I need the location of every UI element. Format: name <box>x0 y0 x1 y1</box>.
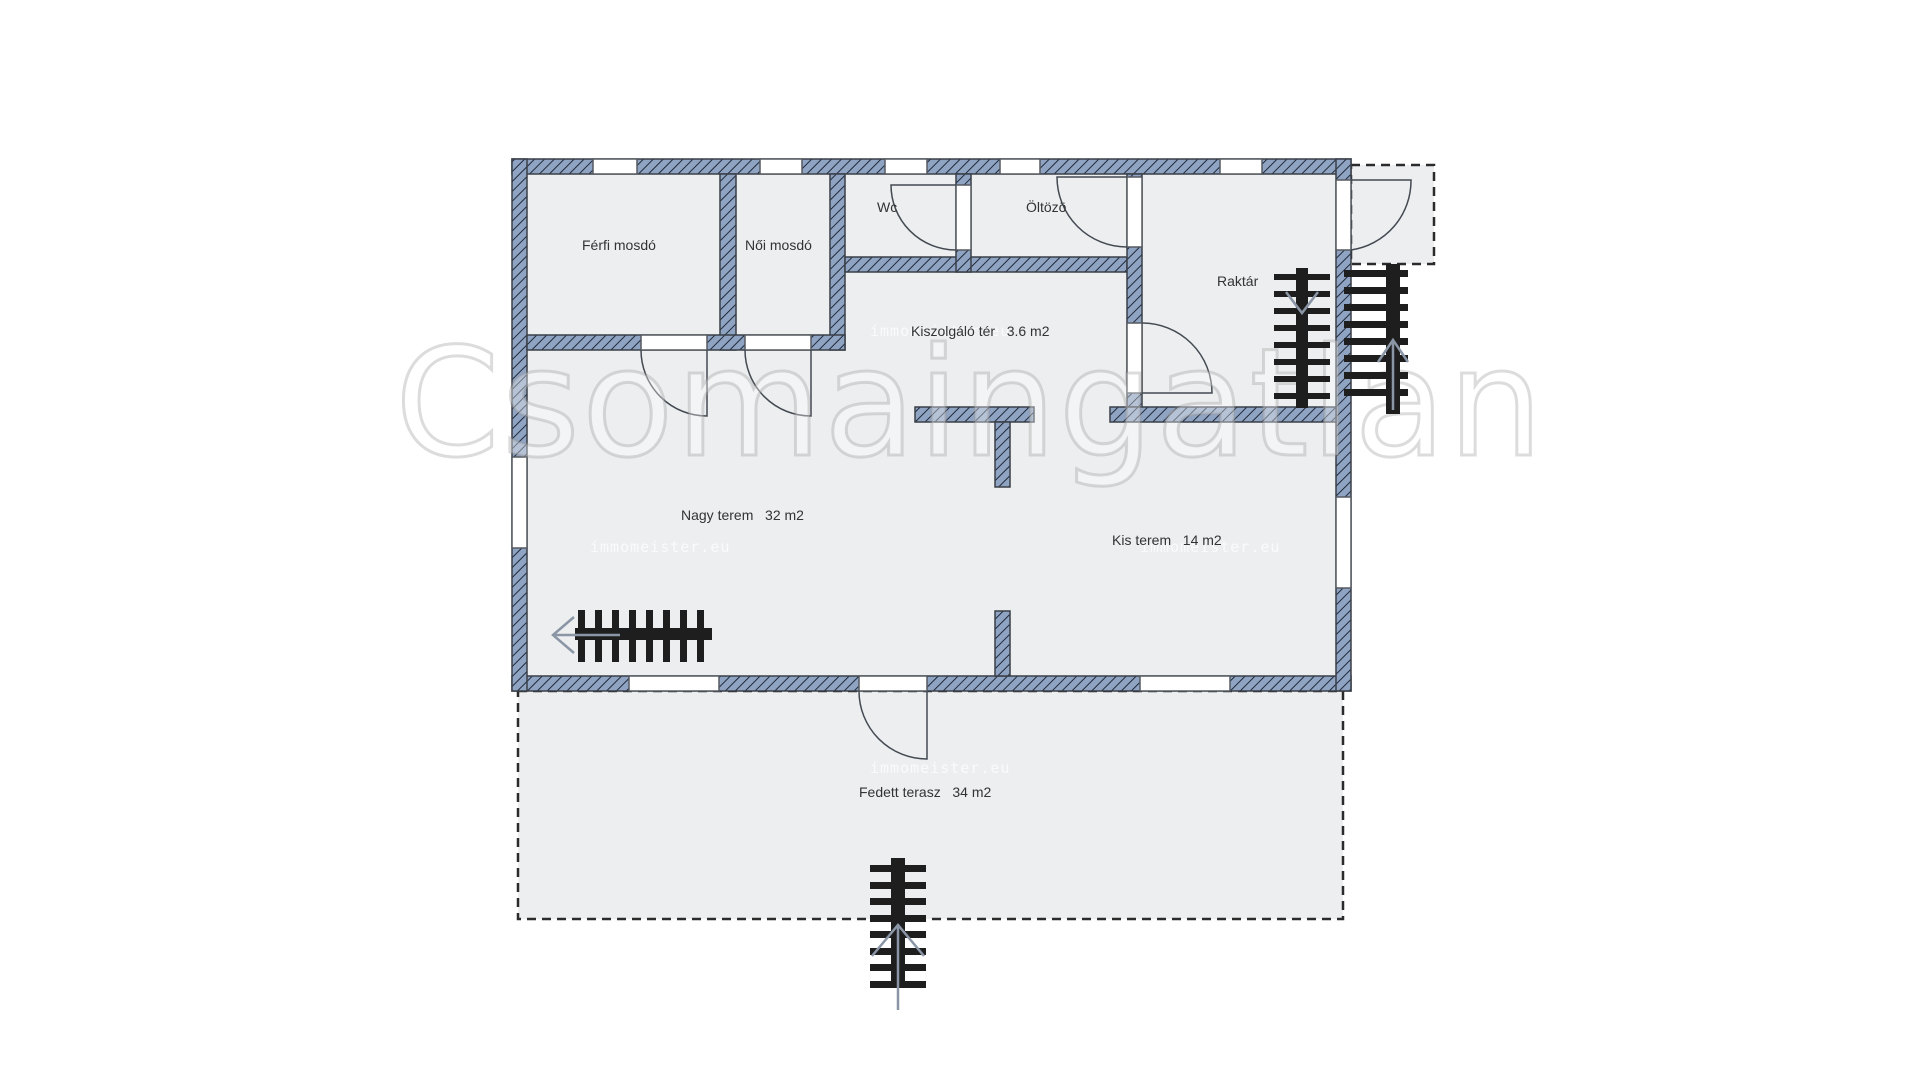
watermark-small: immomeister.eu <box>1140 538 1280 556</box>
door-openings <box>640 176 1352 692</box>
room-label-wc: Wc <box>877 199 897 215</box>
room-label-ferfi-mosdo: Férfi mosdó <box>582 237 656 253</box>
windows <box>511 158 1352 692</box>
window <box>1219 158 1263 175</box>
door-swings <box>640 176 1412 760</box>
wall-kis-terem-divider <box>994 610 1011 677</box>
room-label-fedett-terasz: Fedett terasz 34 m2 <box>859 784 991 800</box>
wall-wc-bottom <box>844 256 1128 273</box>
room-label-kiszolgalo-ter: Kiszolgáló tér 3.6 m2 <box>911 323 1050 339</box>
room-label-raktar: Raktár <box>1217 273 1259 289</box>
window <box>1139 675 1231 692</box>
window <box>1335 496 1352 589</box>
wall-t-vertical <box>994 421 1011 488</box>
watermark-small: immomeister.eu <box>590 538 730 556</box>
terrace-area <box>516 689 1345 921</box>
window <box>628 675 720 692</box>
side-porch-area <box>1349 163 1436 266</box>
watermark-small: immomeister.eu <box>870 759 1010 777</box>
wall-t-horizontal <box>914 406 1035 423</box>
window <box>759 158 803 175</box>
wall-raktar-bottom <box>1109 406 1337 423</box>
room-label-kis-terem: Kis terem 14 m2 <box>1112 532 1222 548</box>
stairs-nagy-terem <box>551 610 712 662</box>
watermark-small: immomeister.eu <box>870 322 1010 340</box>
window <box>592 158 638 175</box>
window <box>511 456 528 549</box>
stairs-outside-right <box>1344 264 1410 414</box>
stairs-raktar <box>1274 268 1330 408</box>
building-interior <box>512 159 1351 691</box>
room-label-nagy-terem: Nagy terem 32 m2 <box>681 507 804 523</box>
window <box>884 158 928 175</box>
window <box>999 158 1041 175</box>
wall-left <box>511 158 528 692</box>
room-label-noi-mosdo: Női mosdó <box>745 237 812 253</box>
stairs-terrace <box>870 858 926 1010</box>
room-label-oltozo: Öltözö <box>1026 198 1067 215</box>
